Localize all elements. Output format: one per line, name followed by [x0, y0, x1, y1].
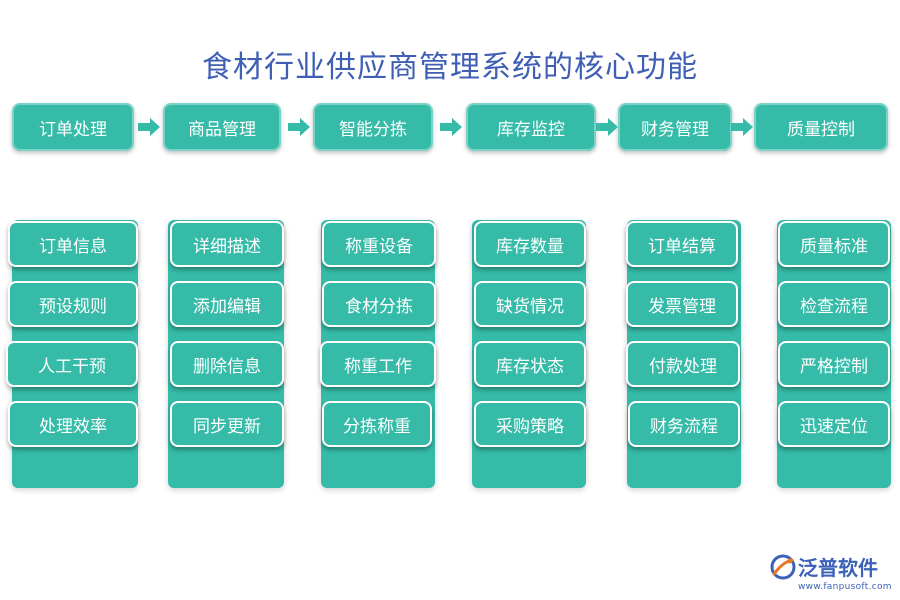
list-item: 财务流程 — [628, 401, 740, 447]
header-order: 订单处理 — [12, 103, 134, 151]
list-item: 食材分拣 — [322, 281, 436, 327]
list-item: 分拣称重 — [322, 401, 432, 447]
list-item: 订单结算 — [626, 221, 738, 267]
list-item: 采购策略 — [474, 401, 586, 447]
header-inventory: 库存监控 — [466, 103, 596, 151]
brand-logo: 泛普软件 www.fanpusoft.com — [770, 552, 896, 596]
list-item: 处理效率 — [8, 401, 138, 447]
header-finance: 财务管理 — [618, 103, 732, 151]
arrow-right-icon — [731, 118, 753, 136]
arrow-right-icon — [596, 118, 618, 136]
list-item: 删除信息 — [170, 341, 284, 387]
logo-url: www.fanpusoft.com — [798, 582, 892, 592]
logo-name: 泛普软件 — [798, 556, 878, 580]
fanpu-logo-icon — [770, 554, 796, 580]
list-item: 质量标准 — [778, 221, 890, 267]
list-item: 添加编辑 — [170, 281, 284, 327]
list-item: 订单信息 — [8, 221, 138, 267]
page-title: 食材行业供应商管理系统的核心功能 — [202, 50, 698, 85]
list-item: 详细描述 — [170, 221, 284, 267]
list-item: 迅速定位 — [778, 401, 890, 447]
arrow-right-icon — [440, 118, 462, 136]
header-sorting: 智能分拣 — [313, 103, 433, 151]
list-item: 严格控制 — [778, 341, 890, 387]
list-item: 预设规则 — [8, 281, 138, 327]
list-item: 称重工作 — [320, 341, 436, 387]
list-item: 付款处理 — [626, 341, 740, 387]
list-item: 库存数量 — [474, 221, 586, 267]
header-quality: 质量控制 — [754, 103, 888, 151]
arrow-right-icon — [288, 118, 310, 136]
list-item: 库存状态 — [474, 341, 586, 387]
list-item: 人工干预 — [6, 341, 138, 387]
header-product: 商品管理 — [163, 103, 281, 151]
list-item: 缺货情况 — [474, 281, 586, 327]
list-item: 称重设备 — [322, 221, 436, 267]
list-item: 同步更新 — [170, 401, 284, 447]
list-item: 发票管理 — [626, 281, 738, 327]
arrow-right-icon — [138, 118, 160, 136]
list-item: 检查流程 — [778, 281, 890, 327]
